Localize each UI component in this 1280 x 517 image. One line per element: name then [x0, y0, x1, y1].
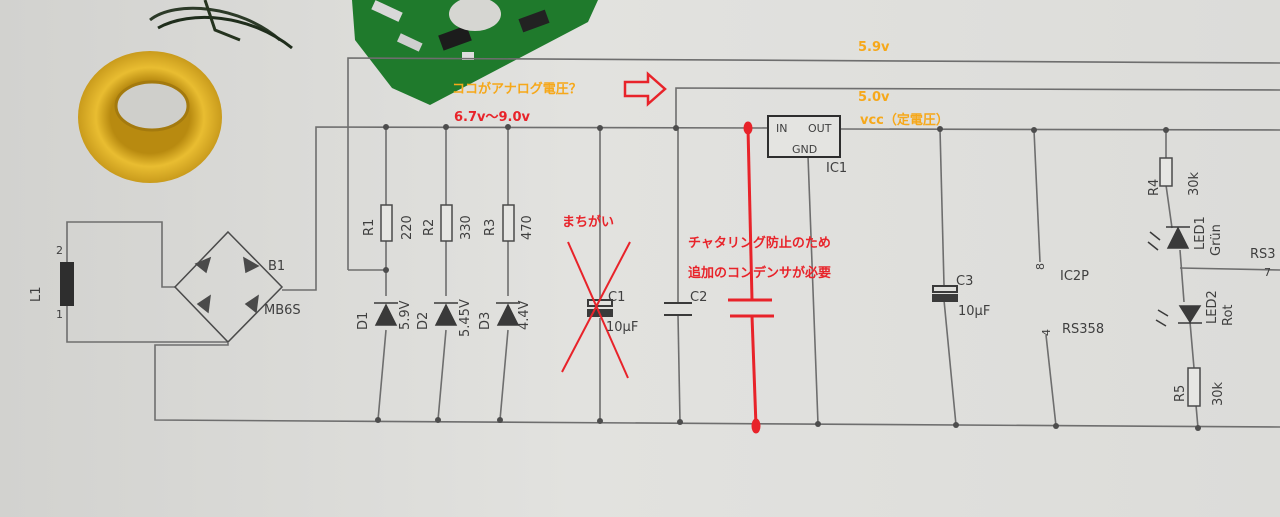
wires: [66, 57, 1280, 429]
led1-ref: LED1: [1193, 216, 1208, 250]
r3-value: 470: [520, 215, 535, 240]
l1-pin2: 2: [56, 244, 63, 257]
d1-ref: D1: [356, 312, 371, 330]
ic1-in: IN: [776, 122, 787, 135]
chatter-note-line1: チャタリング防止のため: [688, 236, 831, 251]
b1-ref: B1: [268, 259, 285, 274]
arrow-icon: [623, 71, 667, 107]
zener-diodes: [374, 302, 520, 326]
l1-ref: L1: [29, 286, 44, 302]
r4-ref: R4: [1147, 179, 1162, 196]
ic1-out: OUT: [808, 122, 832, 135]
c1-ref: C1: [608, 290, 625, 305]
junctions: [375, 124, 1201, 431]
r4-value: 30k: [1187, 171, 1202, 196]
vcc-note: vcc（定電圧）: [860, 113, 949, 128]
r1-value: 220: [400, 215, 415, 240]
ic2p-ref: IC2P: [1060, 269, 1089, 284]
r1-ref: R1: [362, 219, 377, 236]
capacitor-c3: [932, 285, 958, 302]
c3-value: 10µF: [958, 304, 990, 319]
r5-value: 30k: [1211, 381, 1226, 406]
edge-pin-label: 7: [1264, 266, 1271, 279]
led2-value: Rot: [1221, 305, 1236, 327]
edge-rs-label: RS3: [1250, 247, 1276, 262]
r2-ref: R2: [422, 219, 437, 236]
r2-value: 330: [459, 215, 474, 240]
ic1-gnd: GND: [792, 143, 817, 156]
r5-ref: R5: [1173, 385, 1188, 402]
ic2p-pin4: 4: [1040, 329, 1053, 336]
v59-note: 5.9v: [858, 40, 890, 55]
ic2p-value: RS358: [1062, 322, 1104, 337]
d3-ref: D3: [478, 312, 493, 330]
ic2p-pin8: 8: [1034, 263, 1047, 270]
v50-note: 5.0v: [858, 90, 890, 105]
ic1-ref: IC1: [826, 161, 847, 176]
led1-value: Grün: [1209, 224, 1224, 256]
c3-ref: C3: [956, 274, 973, 289]
pcb-board: [203, 0, 598, 105]
d3-value: 4.4V: [517, 300, 532, 330]
toroid-core: [78, 6, 293, 183]
d2-value: 5.45V: [458, 299, 473, 337]
wrong-note: まちがい: [562, 215, 615, 230]
wrong-cross-mark: [561, 241, 631, 379]
c1-value: 10µF: [606, 320, 638, 335]
l1-pin1: 1: [56, 308, 63, 321]
led-diodes: [1147, 226, 1202, 327]
r3-ref: R3: [483, 219, 498, 236]
added-capacitor-mark: [728, 121, 774, 434]
chatter-note-line2: 追加のコンデンサが必要: [688, 266, 832, 281]
d1-value: 5.9V: [398, 300, 413, 330]
inductor-l1: [60, 262, 74, 306]
resistors: [380, 157, 1201, 407]
capacitor-c2: [664, 302, 692, 316]
analog-voltage-note: ココがアナログ電圧？: [452, 82, 582, 97]
bridge-rectifier-b1: [173, 230, 284, 344]
d2-ref: D2: [416, 312, 431, 330]
regulator-ic1: [767, 115, 841, 158]
input-range-note: 6.7v〜9.0v: [454, 110, 531, 125]
led2-ref: LED2: [1205, 290, 1220, 324]
b1-value: MB6S: [264, 303, 301, 318]
c2-ref: C2: [690, 290, 707, 305]
